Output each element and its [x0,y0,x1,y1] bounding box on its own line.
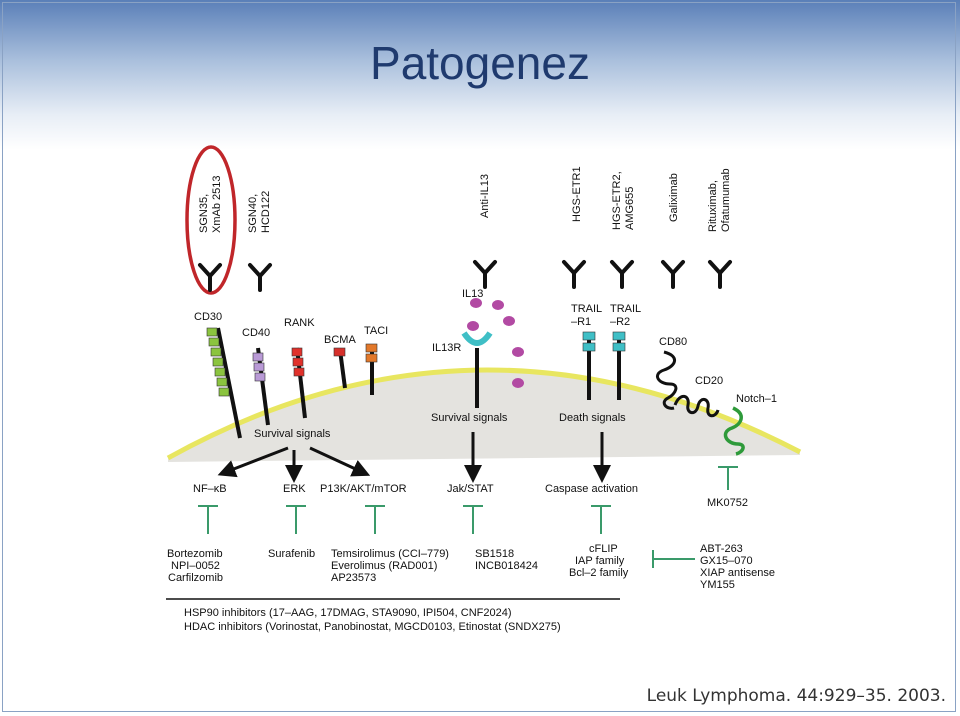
drugs-jakstat: SB1518 INCB018424 [475,548,538,572]
label-survival-signals-mid: Survival signals [431,412,508,424]
label-sgn40: SGN40, [247,194,259,233]
label-notch1: Notch–1 [736,393,777,405]
drug-item: INCB018424 [475,560,538,572]
label-galiximab: Galiximab [668,173,680,222]
label-xmab2513: XmAb 2513 [211,176,223,233]
drug-item: Everolimus (RAD001) [331,560,437,572]
antibody-y-icon [473,260,497,289]
label-rank: RANK [284,317,315,329]
label-trail-r2-a: TRAIL [610,303,641,315]
highlight-ring [185,145,237,295]
drug-item: GX15–070 [700,555,753,567]
label-cd80: CD80 [659,336,687,348]
receptor-taci [365,343,378,395]
drugs-caspase-inhibitors: ABT-263 GX15–070 XIAP antisense YM155 [700,543,775,591]
slide-title: Patogenez [370,37,590,89]
label-trail-r1-a: TRAIL [571,303,602,315]
drugs-pi3k: Temsirolimus (CCI–779) Everolimus (RAD00… [331,548,449,584]
antibody-y-icon [198,263,222,292]
drug-notch: MK0752 [707,497,748,509]
footer-hdac: HDAC inhibitors (Vorinostat, Panobinosta… [184,621,561,633]
drug-item: Bcl–2 family [569,567,629,579]
label-nfkb: NF–κB [193,483,227,495]
footer-hsp90: HSP90 inhibitors (17–AAG, 17DMAG, STA909… [184,607,512,619]
receptor-rank [291,347,307,419]
receptor-trail-r2 [612,331,626,400]
label-taci: TACI [364,325,388,337]
receptor-cd80 [656,350,678,410]
label-jakstat: Jak/STAT [447,483,494,495]
label-trail-r2-b: –R2 [610,316,630,328]
drug-item: Surafenib [268,548,315,560]
label-cd20: CD20 [695,375,723,387]
drug-item: Temsirolimus (CCI–779) [331,548,449,560]
label-pi3k: P13K/AKT/mTOR [320,483,407,495]
drugs-nfkb: Bortezomib NPI–0052 Carfilzomib [167,548,223,584]
label-hcd122: HCD122 [260,191,272,233]
receptor-cd20 [673,394,720,418]
label-hgs-etr1: HGS-ETR1 [571,166,583,222]
drug-item: Bortezomib [167,548,223,560]
receptor-bcma [333,347,347,389]
label-hgs-etr2: HGS-ETR2, [611,171,623,230]
receptor-cd40 [252,347,270,426]
label-death-signals: Death signals [559,412,626,424]
drug-item: YM155 [700,579,735,591]
label-sgn35: SGN35, [198,194,210,233]
drug-item: NPI–0052 [171,560,220,572]
signal-arrows [217,432,611,483]
label-survival-signals-left: Survival signals [254,428,331,440]
antibody-y-icon [248,263,272,292]
label-ofatumumab: Ofatumumab [720,168,732,232]
label-erk: ERK [283,483,306,495]
receptor-il13r [461,331,493,408]
drug-item: SB1518 [475,548,514,560]
inhibitor-bars [198,466,738,568]
antibody-y-icon [562,260,586,289]
label-rituximab: Rituximab, [707,180,719,232]
label-il13r: IL13R [432,342,461,354]
label-trail-r1-b: –R1 [571,316,591,328]
receptor-cd30 [206,327,242,439]
antibody-y-icon [661,260,685,289]
drug-item: Carfilzomib [168,572,223,584]
il13-ligands [467,298,524,388]
drug-item: XIAP antisense [700,567,775,579]
receptor-notch1 [723,406,745,456]
citation: Leuk Lymphoma. 44:929–35. 2003. [646,686,946,706]
drug-item: AP23573 [331,572,376,584]
label-il13: IL13 [462,288,483,300]
antibody-y-icon [610,260,634,289]
receptor-trail-r1 [582,331,596,400]
label-cd40: CD40 [242,327,270,339]
antibody-y-icon [708,260,732,289]
drug-item: ABT-263 [700,543,743,555]
drug-item: cFLIP [589,543,618,555]
label-anti-il13: Anti-IL13 [479,174,491,218]
label-caspase: Caspase activation [545,483,638,495]
drug-item: IAP family [575,555,625,567]
label-cd30: CD30 [194,311,222,323]
drugs-caspase: cFLIP IAP family Bcl–2 family [569,543,629,579]
label-amg655: AMG655 [624,187,636,230]
label-bcma: BCMA [324,334,356,346]
